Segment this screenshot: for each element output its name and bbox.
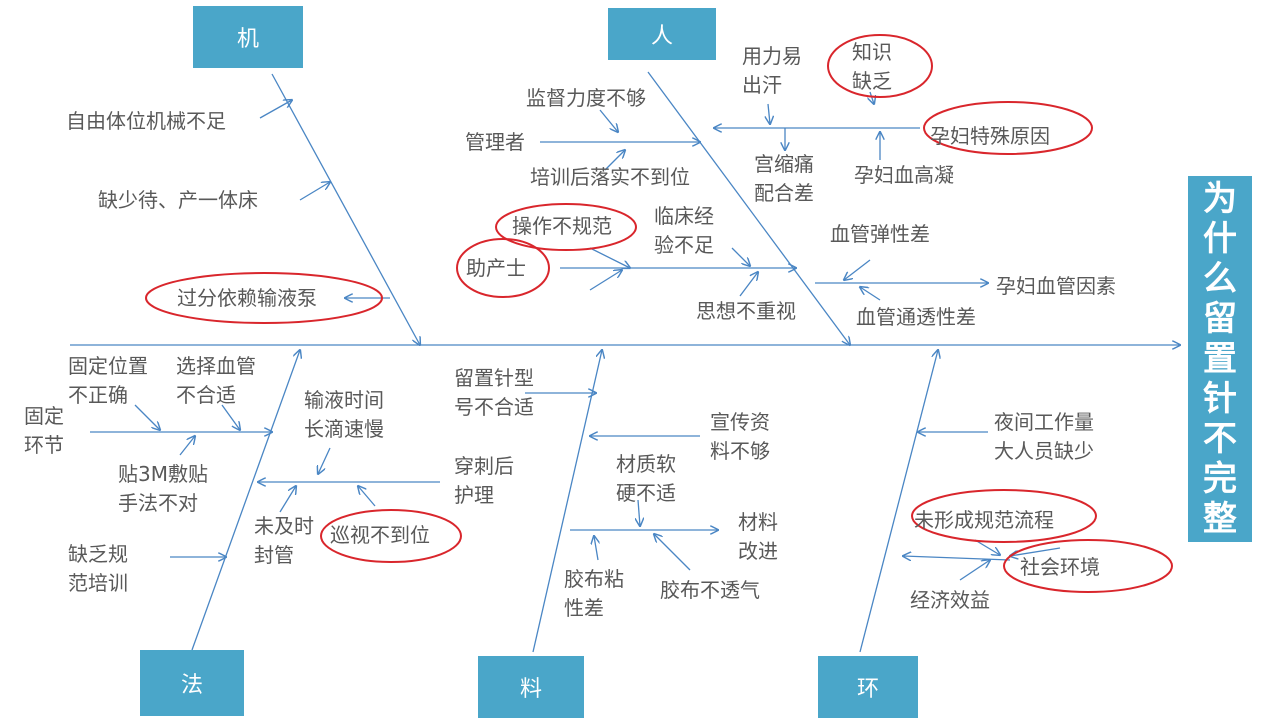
bone-machine bbox=[271, 73, 420, 345]
cause-label: 未及时 封管 bbox=[254, 514, 314, 567]
effect-box: 为什么留置针不完整 bbox=[1188, 176, 1252, 542]
cause-label: 选择血管 不合适 bbox=[176, 354, 256, 407]
cause-label: 培训后落实不到位 bbox=[530, 165, 690, 189]
cause-label: 缺乏规 范培训 bbox=[68, 542, 128, 595]
cause-label: 临床经 验不足 bbox=[654, 204, 714, 257]
cause-label: 未形成规范流程 bbox=[914, 508, 1054, 532]
cause-label: 操作不规范 bbox=[512, 214, 612, 238]
category-machine: 机 bbox=[193, 6, 303, 68]
cause-label: 孕妇特殊原因 bbox=[930, 124, 1050, 148]
cause-label: 夜间工作量 大人员缺少 bbox=[994, 410, 1094, 463]
category-environment: 环 bbox=[818, 656, 918, 718]
cause-label: 贴3M敷贴 手法不对 bbox=[118, 462, 208, 515]
bone-material bbox=[532, 350, 602, 653]
bone-people bbox=[647, 71, 850, 345]
highlight-circles bbox=[145, 34, 1173, 593]
cause-label: 巡视不到位 bbox=[330, 523, 430, 547]
cause-label: 固定位置 不正确 bbox=[68, 354, 148, 407]
cause-label: 宣传资 料不够 bbox=[710, 410, 770, 463]
category-people: 人 bbox=[608, 8, 716, 60]
category-method: 法 bbox=[140, 650, 244, 716]
cause-label: 胶布粘 性差 bbox=[564, 567, 624, 620]
cause-label: 穿刺后 护理 bbox=[454, 454, 514, 507]
cause-label: 助产士 bbox=[466, 256, 526, 280]
bone-environment bbox=[859, 350, 938, 653]
cause-label: 用力易 出汗 bbox=[742, 44, 802, 97]
cause-label: 思想不重视 bbox=[696, 299, 796, 323]
cause-label: 管理者 bbox=[465, 130, 525, 154]
bone-method bbox=[191, 350, 300, 651]
cause-label: 血管弹性差 bbox=[830, 222, 930, 246]
cause-label: 自由体位机械不足 bbox=[66, 109, 226, 133]
cause-label: 输液时间 长滴速慢 bbox=[304, 388, 384, 441]
cause-label: 血管通透性差 bbox=[856, 305, 976, 329]
effect-label: 为什么留置针不完整 bbox=[1203, 179, 1237, 539]
cause-label: 经济效益 bbox=[910, 588, 990, 612]
cause-label: 监督力度不够 bbox=[526, 86, 646, 110]
category-material: 料 bbox=[478, 656, 584, 718]
cause-label: 胶布不透气 bbox=[660, 578, 760, 602]
cause-label: 孕妇血高凝 bbox=[854, 163, 954, 187]
cause-label: 固定 环节 bbox=[24, 404, 64, 457]
cause-label: 材质软 硬不适 bbox=[616, 452, 676, 505]
cause-label: 材料 改进 bbox=[738, 510, 778, 563]
cause-label: 缺少待、产一体床 bbox=[98, 188, 258, 212]
cause-label: 宫缩痛 配合差 bbox=[754, 152, 814, 205]
cause-label: 社会环境 bbox=[1020, 555, 1100, 579]
cause-label: 留置针型 号不合适 bbox=[454, 366, 534, 419]
cause-label: 过分依赖输液泵 bbox=[177, 286, 317, 310]
cause-label: 知识 缺乏 bbox=[852, 40, 892, 93]
cause-label: 孕妇血管因素 bbox=[996, 274, 1116, 298]
